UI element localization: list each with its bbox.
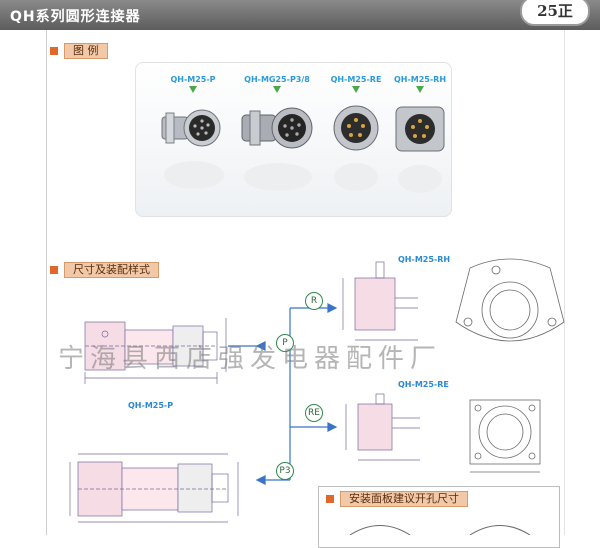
section-panel-hole-label: 安装面板建议开孔尺寸	[340, 491, 468, 507]
callout-r: R	[305, 292, 323, 310]
page-number-badge: 25正	[520, 0, 590, 26]
drawing-label-rh: QH-M25-RH	[398, 255, 451, 264]
drawing-re-front	[469, 399, 541, 473]
callout-re: RE	[305, 404, 323, 422]
drawing-p-plug	[84, 318, 227, 384]
legend-item-label: QH-M25-P	[170, 75, 216, 84]
page-title: QH系列圆形连接器	[10, 9, 141, 25]
connector-rh-photo	[395, 106, 445, 193]
section-legend: 图 例	[50, 43, 108, 59]
down-arrow-icon	[352, 86, 360, 93]
section-dimensions-label: 尺寸及装配样式	[64, 262, 159, 278]
legend-item-mg: QH-MG25-P3/8	[236, 75, 318, 208]
connector-re-photo	[333, 105, 379, 191]
right-margin-rule	[564, 30, 565, 535]
down-arrow-icon	[189, 86, 197, 93]
drawing-p3-plug	[69, 453, 239, 523]
panel-hole-drawings	[349, 525, 531, 535]
bullet-square-icon	[50, 266, 58, 274]
connector-p-photo	[161, 109, 224, 189]
watermark-text: 宁海县西店强发电器配件厂	[58, 344, 443, 374]
drawing-rh-side	[342, 261, 418, 341]
section-dimensions: 尺寸及装配样式	[50, 262, 159, 278]
down-arrow-icon	[273, 86, 281, 93]
legend-panel: QH-M25-P QH-MG25-P3/8 QH-M25-RE	[135, 62, 452, 217]
legend-item-label: QH-MG25-P3/8	[244, 75, 310, 84]
drawing-label-re: QH-M25-RE	[398, 380, 449, 389]
drawing-rh-front	[455, 258, 565, 342]
bullet-square-icon	[50, 47, 58, 55]
assembly-connector-lines	[228, 303, 338, 485]
legend-item-p: QH-M25-P	[158, 75, 228, 208]
legend-item-label: QH-M25-RH	[393, 75, 447, 84]
drawing-re-side	[345, 393, 420, 461]
section-legend-label: 图 例	[64, 43, 108, 59]
technical-drawings	[69, 258, 565, 523]
left-margin-rule	[46, 30, 47, 535]
down-arrow-icon	[416, 86, 424, 93]
section-panel-hole: 安装面板建议开孔尺寸	[326, 491, 468, 507]
callout-p: P	[276, 334, 294, 352]
bullet-square-icon	[326, 495, 334, 503]
legend-item-rh: QH-M25-RH	[392, 75, 448, 208]
connector-mg-photo	[241, 107, 313, 191]
page-header: QH系列圆形连接器	[0, 0, 600, 30]
legend-item-re: QH-M25-RE	[328, 75, 384, 208]
callout-p3: P3	[276, 462, 294, 480]
drawing-label-p: QH-M25-P	[128, 401, 174, 410]
legend-item-label: QH-M25-RE	[330, 75, 382, 84]
